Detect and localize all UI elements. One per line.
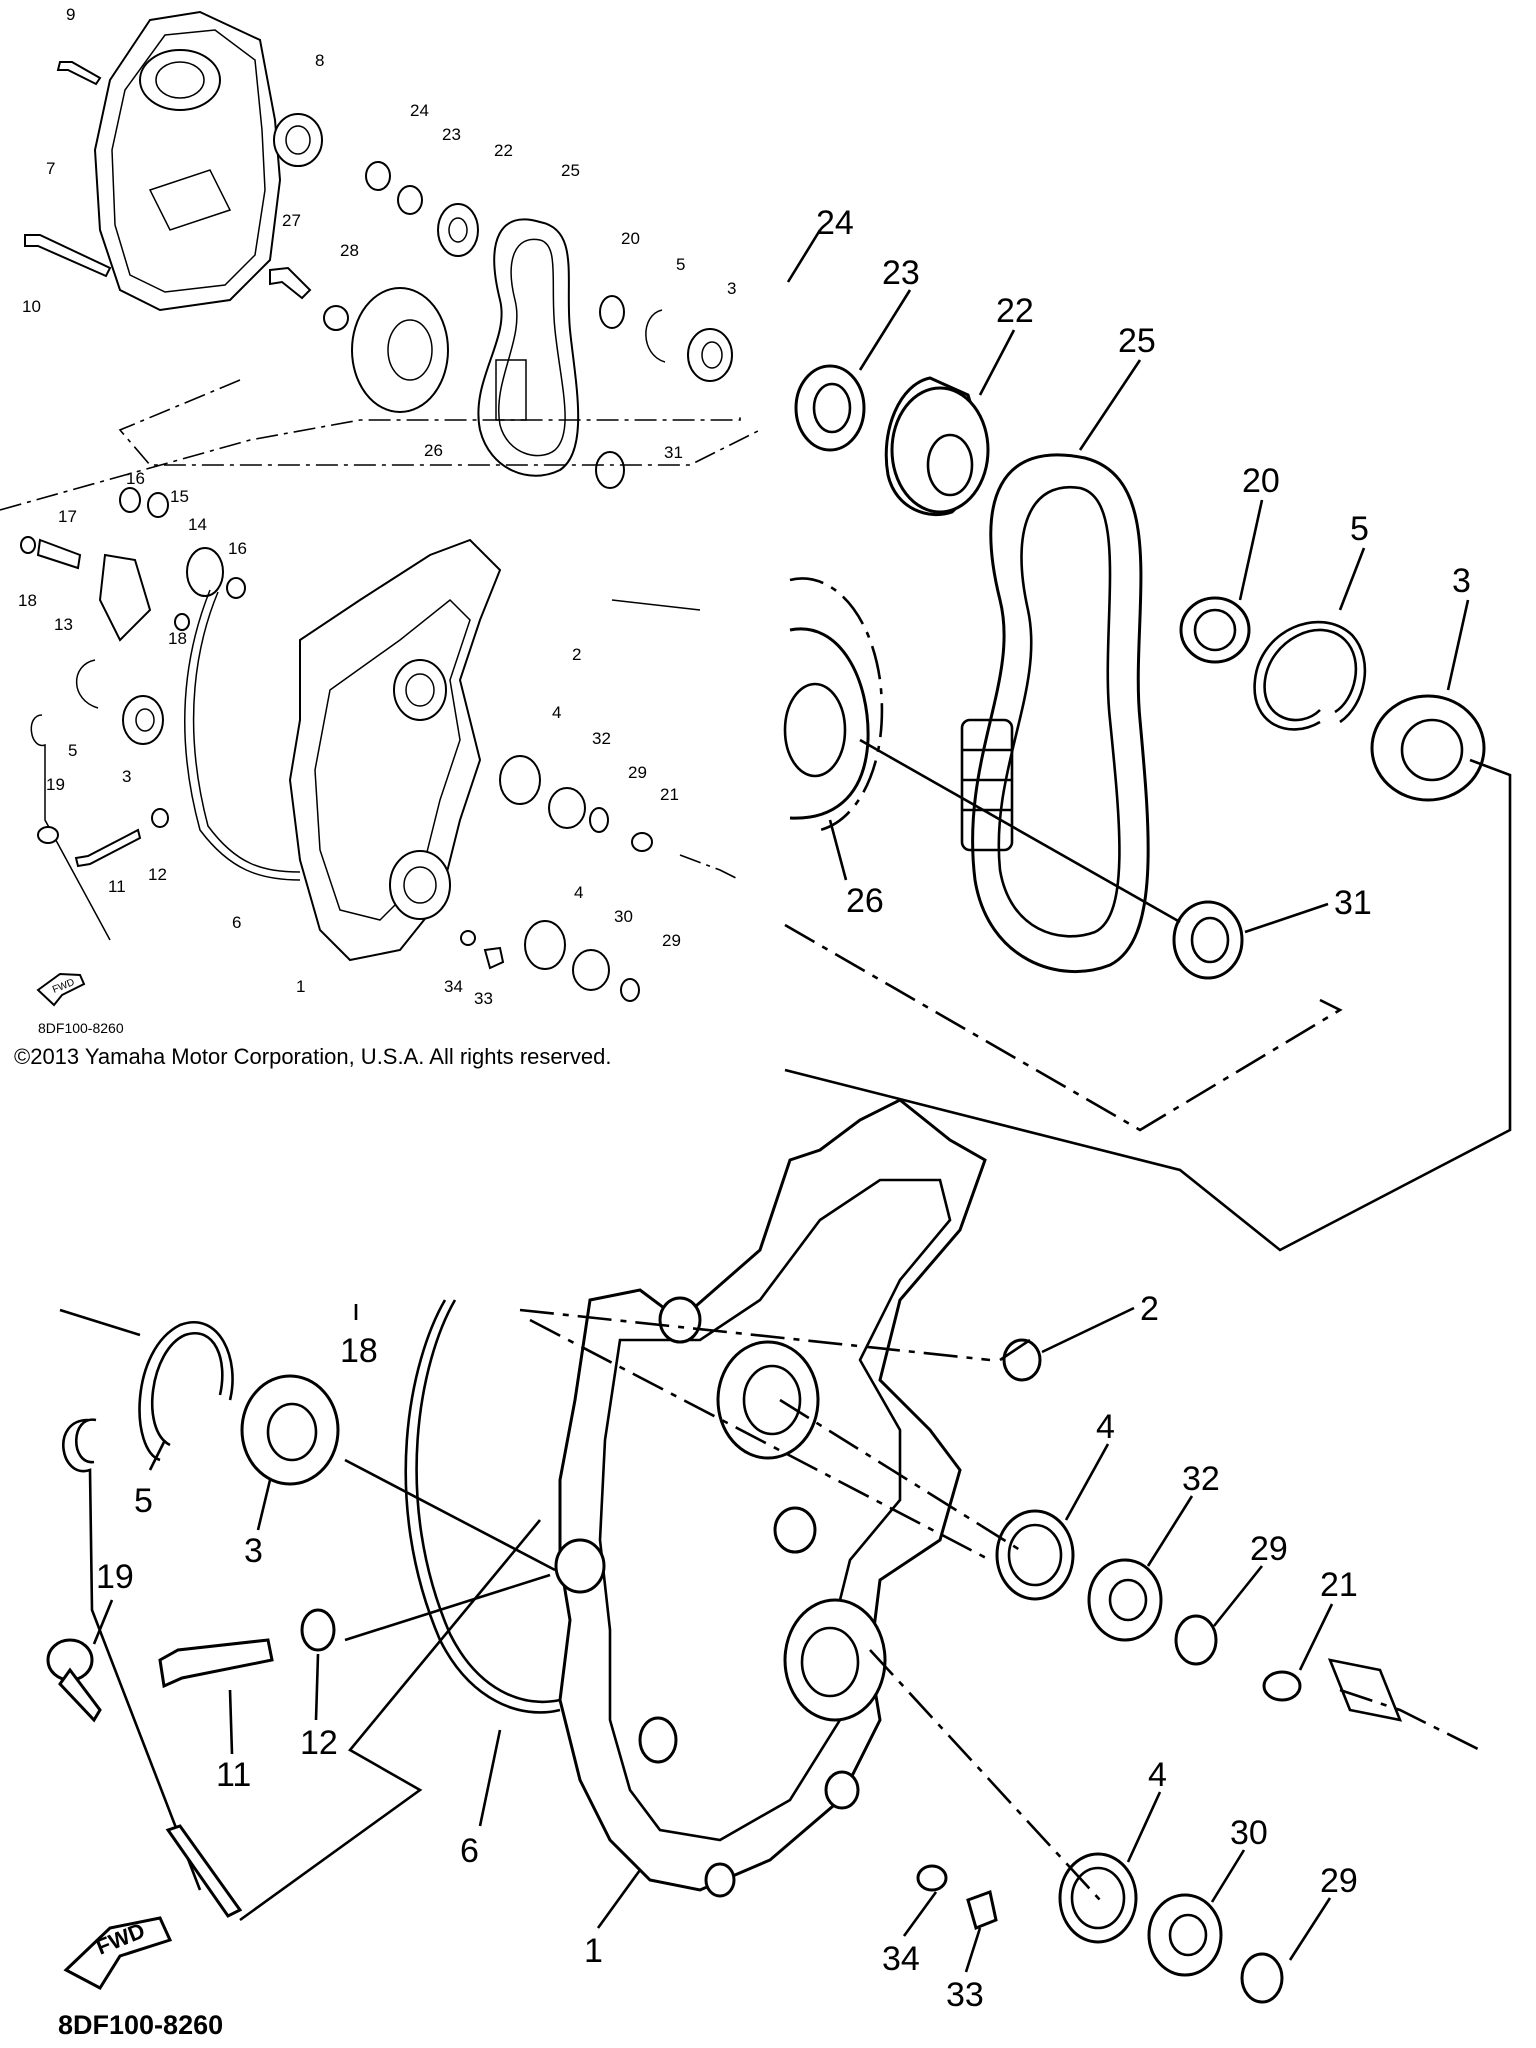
zoom-callout-11: 11 <box>216 1756 251 1794</box>
zoom-housing <box>46 1098 1481 2004</box>
callout-28: 28 <box>340 241 359 260</box>
zoom-callout-25: 25 <box>1118 322 1156 360</box>
zoom-callout-18: 18 <box>340 1332 378 1370</box>
callout-18-b: 18 <box>168 629 187 648</box>
zoom-callout-20: 20 <box>1242 462 1280 500</box>
zoom-callout-4-a: 4 <box>1096 1408 1115 1446</box>
callout-7: 7 <box>46 159 55 178</box>
callout-5-top: 5 <box>676 255 685 274</box>
zoom-callout-31: 31 <box>1334 884 1372 922</box>
callout-32: 32 <box>592 729 611 748</box>
callout-9: 9 <box>66 5 75 24</box>
callout-11: 11 <box>108 877 126 896</box>
callout-15: 15 <box>170 487 189 506</box>
zoom-callout-24: 24 <box>816 204 854 242</box>
zoom-bottom-callouts: 18 5 3 19 11 12 6 2 4 32 29 21 4 30 29 1… <box>63 1290 1358 2014</box>
callout-3-top: 3 <box>727 279 736 298</box>
callout-2: 2 <box>572 645 581 664</box>
callout-29-b: 29 <box>662 931 681 950</box>
callout-14: 14 <box>188 515 207 534</box>
zoom-callout-3: 3 <box>1452 562 1471 600</box>
callout-23: 23 <box>442 125 461 144</box>
callout-16-b: 16 <box>228 539 247 558</box>
callout-16-a: 16 <box>126 469 145 488</box>
zoom-callout-3-left: 3 <box>244 1532 263 1570</box>
zoom-callout-5-left: 5 <box>134 1482 153 1520</box>
diagram-code-large: 8DF100-8260 <box>58 2010 224 2040</box>
overview-diagram: FWD <box>0 10 761 1007</box>
callout-22: 22 <box>494 141 513 160</box>
callout-4-a: 4 <box>552 703 561 722</box>
callout-21: 21 <box>660 785 679 804</box>
zoom-callout-4-b: 4 <box>1148 1756 1167 1794</box>
zoom-callout-29-a: 29 <box>1250 1530 1288 1568</box>
callout-31: 31 <box>664 443 683 462</box>
zoom-callout-19: 19 <box>96 1558 134 1596</box>
callout-34: 34 <box>444 977 463 996</box>
fwd-arrow-large <box>63 1916 173 1990</box>
callout-24: 24 <box>410 101 429 120</box>
callout-3-left: 3 <box>122 767 131 786</box>
zoom-callout-5: 5 <box>1350 510 1369 548</box>
zoom-callout-2: 2 <box>1140 1290 1159 1328</box>
callout-25: 25 <box>561 161 580 180</box>
zoom-sprocket-chain <box>783 229 1512 1252</box>
callout-19: 19 <box>46 775 65 794</box>
zoom-top-callouts: 24 23 22 25 20 5 3 26 31 <box>816 204 1471 934</box>
overview-callouts: 9 8 7 24 23 22 25 10 27 28 20 5 3 26 31 … <box>18 5 736 1008</box>
callout-6: 6 <box>232 913 241 932</box>
callout-18-a: 18 <box>18 591 37 610</box>
zoom-callout-30: 30 <box>1230 1814 1268 1852</box>
zoom-callout-23: 23 <box>882 254 920 292</box>
chaincase-housing-overview <box>288 538 502 962</box>
callout-33: 33 <box>474 989 493 1008</box>
zoom-callout-32: 32 <box>1182 1460 1220 1498</box>
callout-12: 12 <box>148 865 167 884</box>
callout-13: 13 <box>54 615 73 634</box>
zoom-callout-29-b: 29 <box>1320 1862 1358 1900</box>
zoom-callout-26: 26 <box>846 882 884 920</box>
callout-4-b: 4 <box>574 883 583 902</box>
zoom-callout-6: 6 <box>460 1832 479 1870</box>
zoom-callout-22: 22 <box>996 292 1034 330</box>
zoom-callout-34: 34 <box>882 1940 920 1978</box>
callout-8: 8 <box>315 51 324 70</box>
zoom-callout-33: 33 <box>946 1976 984 2014</box>
callout-20: 20 <box>621 229 640 248</box>
callout-10: 10 <box>22 297 41 316</box>
zoom-callout-1: 1 <box>584 1932 603 1970</box>
callout-27: 27 <box>282 211 301 230</box>
diagram-code-small: 8DF100-8260 <box>38 1020 124 1036</box>
callout-1: 1 <box>296 977 305 996</box>
callout-5-left: 5 <box>68 741 77 760</box>
callout-17: 17 <box>58 507 77 526</box>
zoom-callout-12: 12 <box>300 1724 338 1762</box>
callout-26: 26 <box>424 441 443 460</box>
zoom-callout-21: 21 <box>1320 1566 1358 1604</box>
copyright-notice: ©2013 Yamaha Motor Corporation, U.S.A. A… <box>14 1044 612 1069</box>
callout-29-a: 29 <box>628 763 647 782</box>
drive-chain-zoom <box>971 453 1150 974</box>
callout-30: 30 <box>614 907 633 926</box>
